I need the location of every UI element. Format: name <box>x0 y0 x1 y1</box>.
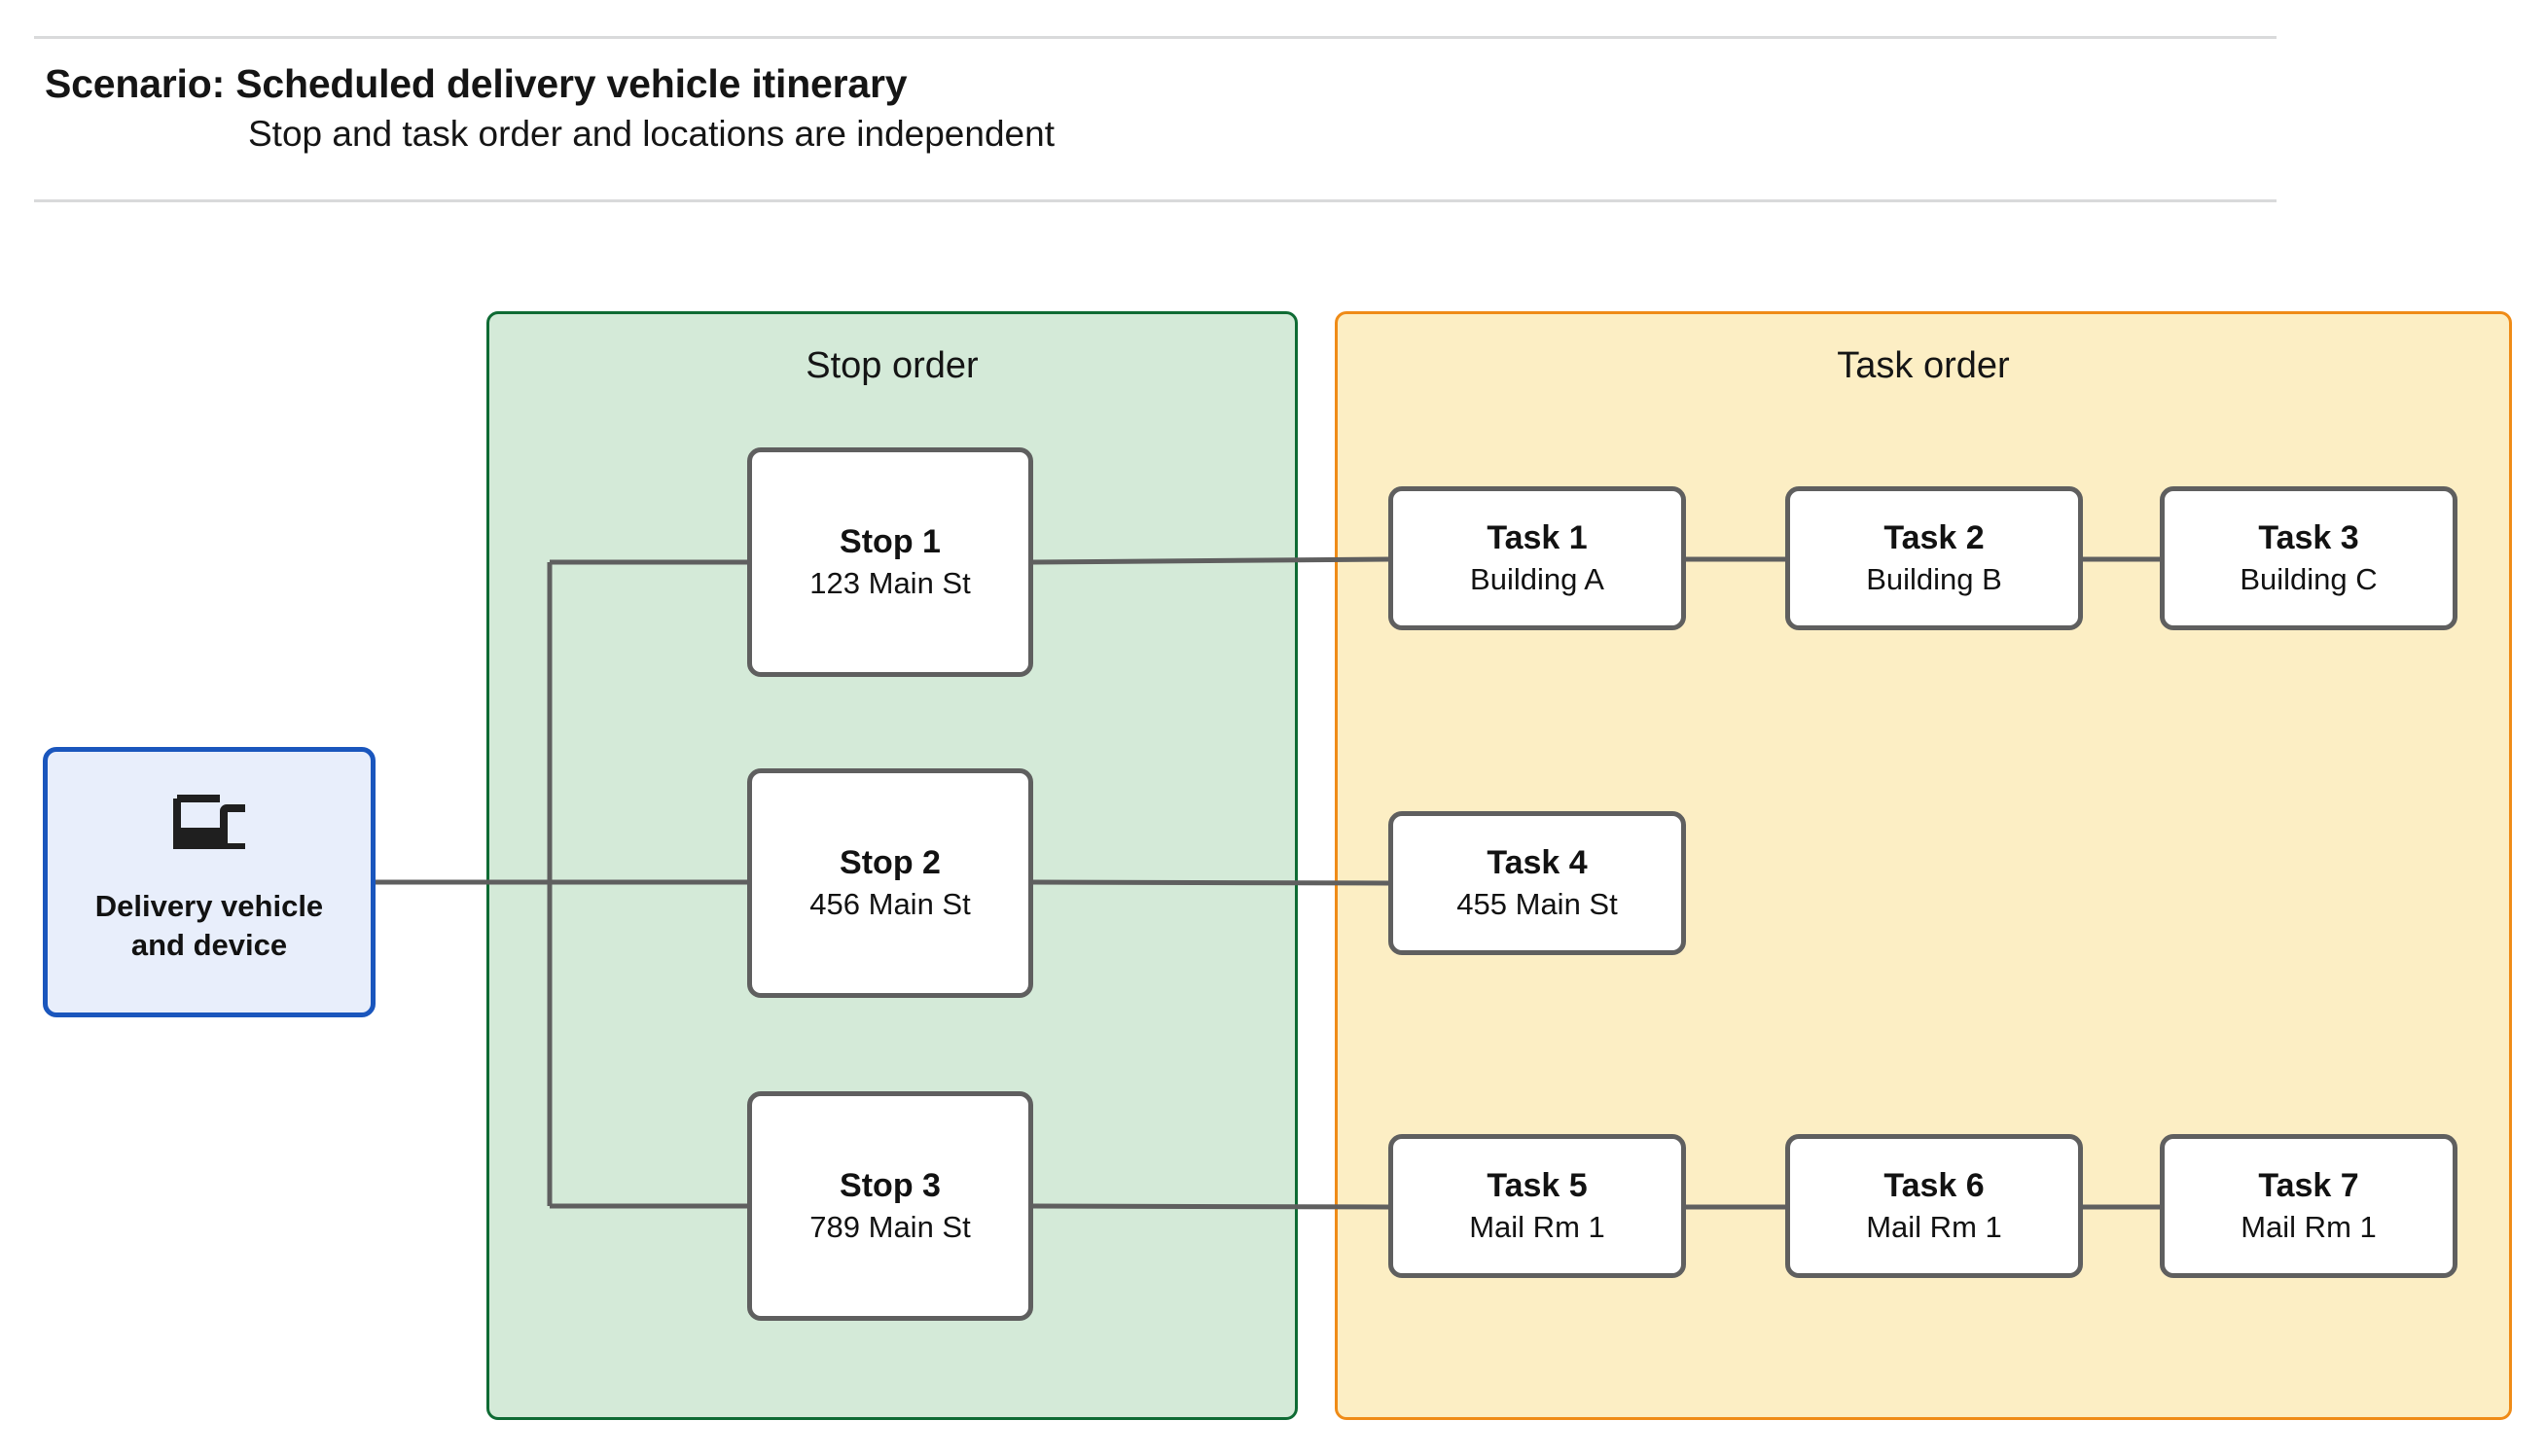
page-subtitle: Stop and task order and locations are in… <box>248 114 1055 154</box>
stop-location: 123 Main St <box>809 565 971 600</box>
stop-node[interactable]: Stop 1 123 Main St <box>747 447 1033 677</box>
header-divider-bottom <box>34 199 2277 202</box>
task-title: Task 6 <box>1883 1166 1985 1204</box>
devices-icon <box>169 794 255 854</box>
task-node[interactable]: Task 1 Building A <box>1388 486 1686 630</box>
task-location: Building A <box>1470 561 1604 596</box>
task-title: Task 2 <box>1883 518 1985 556</box>
task-title: Task 4 <box>1487 843 1588 881</box>
task-title: Task 5 <box>1487 1166 1588 1204</box>
delivery-vehicle-label: Delivery vehicle and device <box>94 888 324 962</box>
stop-title: Stop 2 <box>840 843 941 881</box>
page-title: Scenario: Scheduled delivery vehicle iti… <box>45 61 908 106</box>
panel-task-order-title: Task order <box>1837 345 2010 386</box>
task-location: 455 Main St <box>1456 886 1618 921</box>
stop-title: Stop 3 <box>840 1166 941 1204</box>
task-node[interactable]: Task 4 455 Main St <box>1388 811 1686 955</box>
delivery-vehicle-node[interactable]: Delivery vehicle and device <box>43 747 376 1017</box>
stop-node[interactable]: Stop 2 456 Main St <box>747 768 1033 998</box>
stop-location: 789 Main St <box>809 1209 971 1244</box>
task-location: Mail Rm 1 <box>1866 1209 2002 1244</box>
stop-location: 456 Main St <box>809 886 971 921</box>
task-title: Task 7 <box>2258 1166 2359 1204</box>
task-location: Mail Rm 1 <box>2241 1209 2377 1244</box>
task-title: Task 3 <box>2258 518 2359 556</box>
stop-title: Stop 1 <box>840 522 941 560</box>
task-location: Mail Rm 1 <box>1469 1209 1605 1244</box>
stop-node[interactable]: Stop 3 789 Main St <box>747 1091 1033 1321</box>
task-node[interactable]: Task 3 Building C <box>2160 486 2457 630</box>
task-node[interactable]: Task 5 Mail Rm 1 <box>1388 1134 1686 1278</box>
panel-stop-order-title: Stop order <box>806 345 979 386</box>
task-node[interactable]: Task 6 Mail Rm 1 <box>1785 1134 2083 1278</box>
task-title: Task 1 <box>1487 518 1588 556</box>
task-location: Building C <box>2240 561 2378 596</box>
header-divider-top <box>34 36 2277 39</box>
task-location: Building B <box>1866 561 2002 596</box>
task-node[interactable]: Task 2 Building B <box>1785 486 2083 630</box>
task-node[interactable]: Task 7 Mail Rm 1 <box>2160 1134 2457 1278</box>
